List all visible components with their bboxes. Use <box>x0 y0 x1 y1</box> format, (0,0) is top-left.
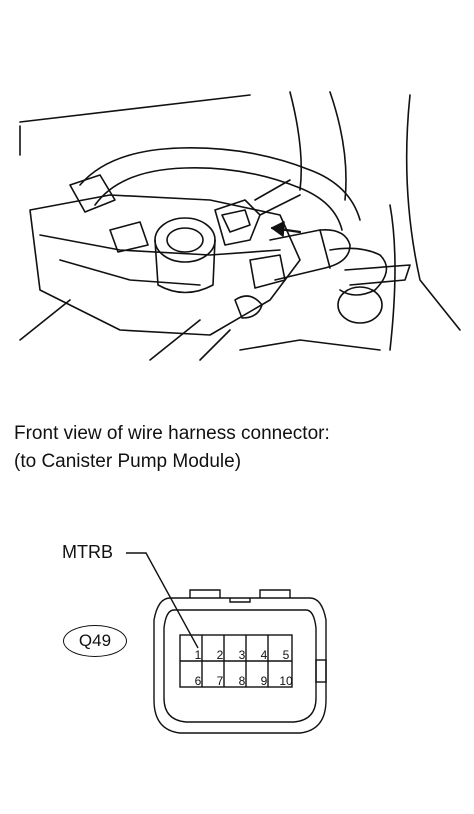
caption-line-1: Front view of wire harness connector: <box>14 423 330 444</box>
pin-4: 4 <box>260 648 268 662</box>
connector-code-badge: Q49 <box>63 625 127 657</box>
pin-1: 1 <box>194 648 202 662</box>
pin-5: 5 <box>282 648 290 662</box>
connector-caption: Front view of wire harness connector: (t… <box>14 420 330 476</box>
pin-2: 2 <box>216 648 224 662</box>
pin-7: 7 <box>216 674 224 688</box>
pin-9: 9 <box>260 674 268 688</box>
pin-3: 3 <box>238 648 246 662</box>
wire-harness-connector <box>153 589 327 734</box>
pin-6: 6 <box>194 674 202 688</box>
canister-pump-module-illustration <box>19 91 461 361</box>
caption-line-2: (to Canister Pump Module) <box>14 451 242 472</box>
pin-8: 8 <box>238 674 246 688</box>
pin-10: 10 <box>279 674 293 688</box>
terminal-label-mtrb: MTRB <box>62 542 113 562</box>
